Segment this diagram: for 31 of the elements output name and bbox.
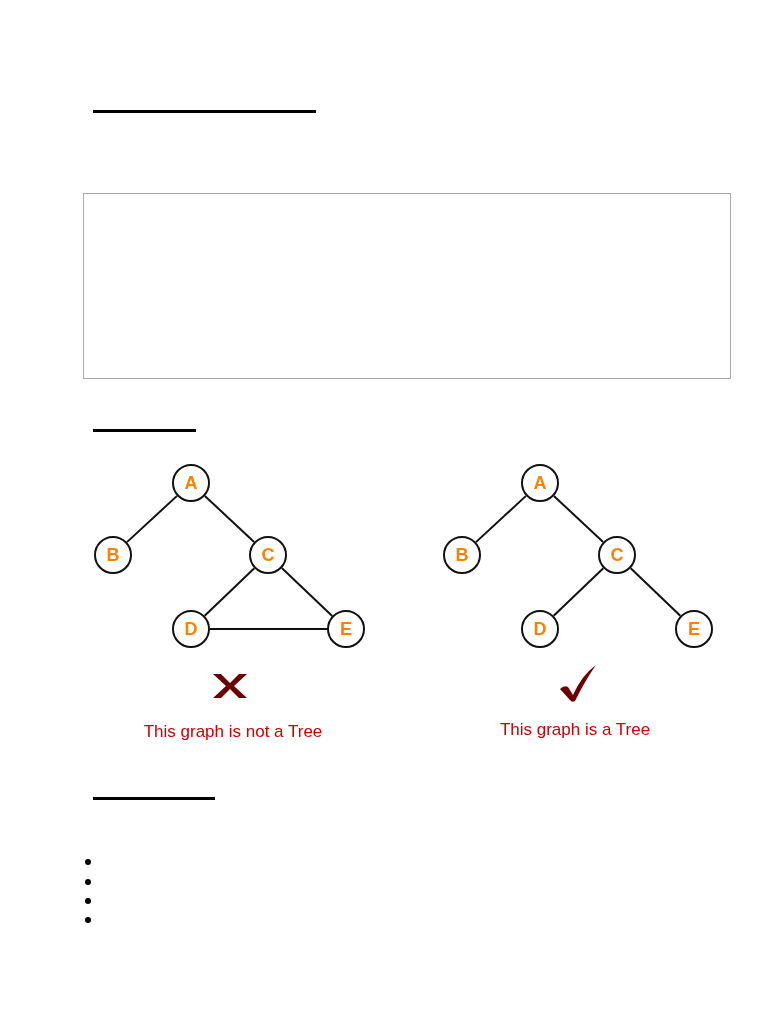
edge-line <box>203 495 256 543</box>
graph-vertex <box>675 610 713 648</box>
graph-vertex <box>443 536 481 574</box>
vertex-label: B <box>455 544 469 566</box>
graph-vertex <box>598 536 636 574</box>
vertex-label: A <box>184 472 198 494</box>
vertex-label: D <box>533 618 547 640</box>
graph-vertex <box>172 610 210 648</box>
graph-vertex <box>327 610 365 648</box>
edge-line <box>474 494 528 544</box>
vertex-label: C <box>610 544 624 566</box>
vertex-label: A <box>533 472 547 494</box>
vertex-label: D <box>184 618 198 640</box>
edge-line <box>125 494 179 544</box>
graph-vertex <box>94 536 132 574</box>
edge-line <box>209 628 328 630</box>
edge-line <box>203 567 256 617</box>
verdict-caption: This graph is a Tree <box>499 720 651 740</box>
edge-line <box>552 567 605 617</box>
graph-vertex <box>249 536 287 574</box>
vertex-label: E <box>688 618 700 640</box>
edge-line <box>280 567 334 617</box>
edge-line <box>629 567 682 617</box>
graph-vertex <box>172 464 210 502</box>
verdict-caption: This graph is not a Tree <box>143 722 323 742</box>
edge-line <box>552 495 605 543</box>
vertex-label: B <box>106 544 120 566</box>
vertex-label: E <box>340 618 352 640</box>
graph-vertex <box>521 610 559 648</box>
graph-vertex <box>521 464 559 502</box>
vertex-label: C <box>261 544 275 566</box>
